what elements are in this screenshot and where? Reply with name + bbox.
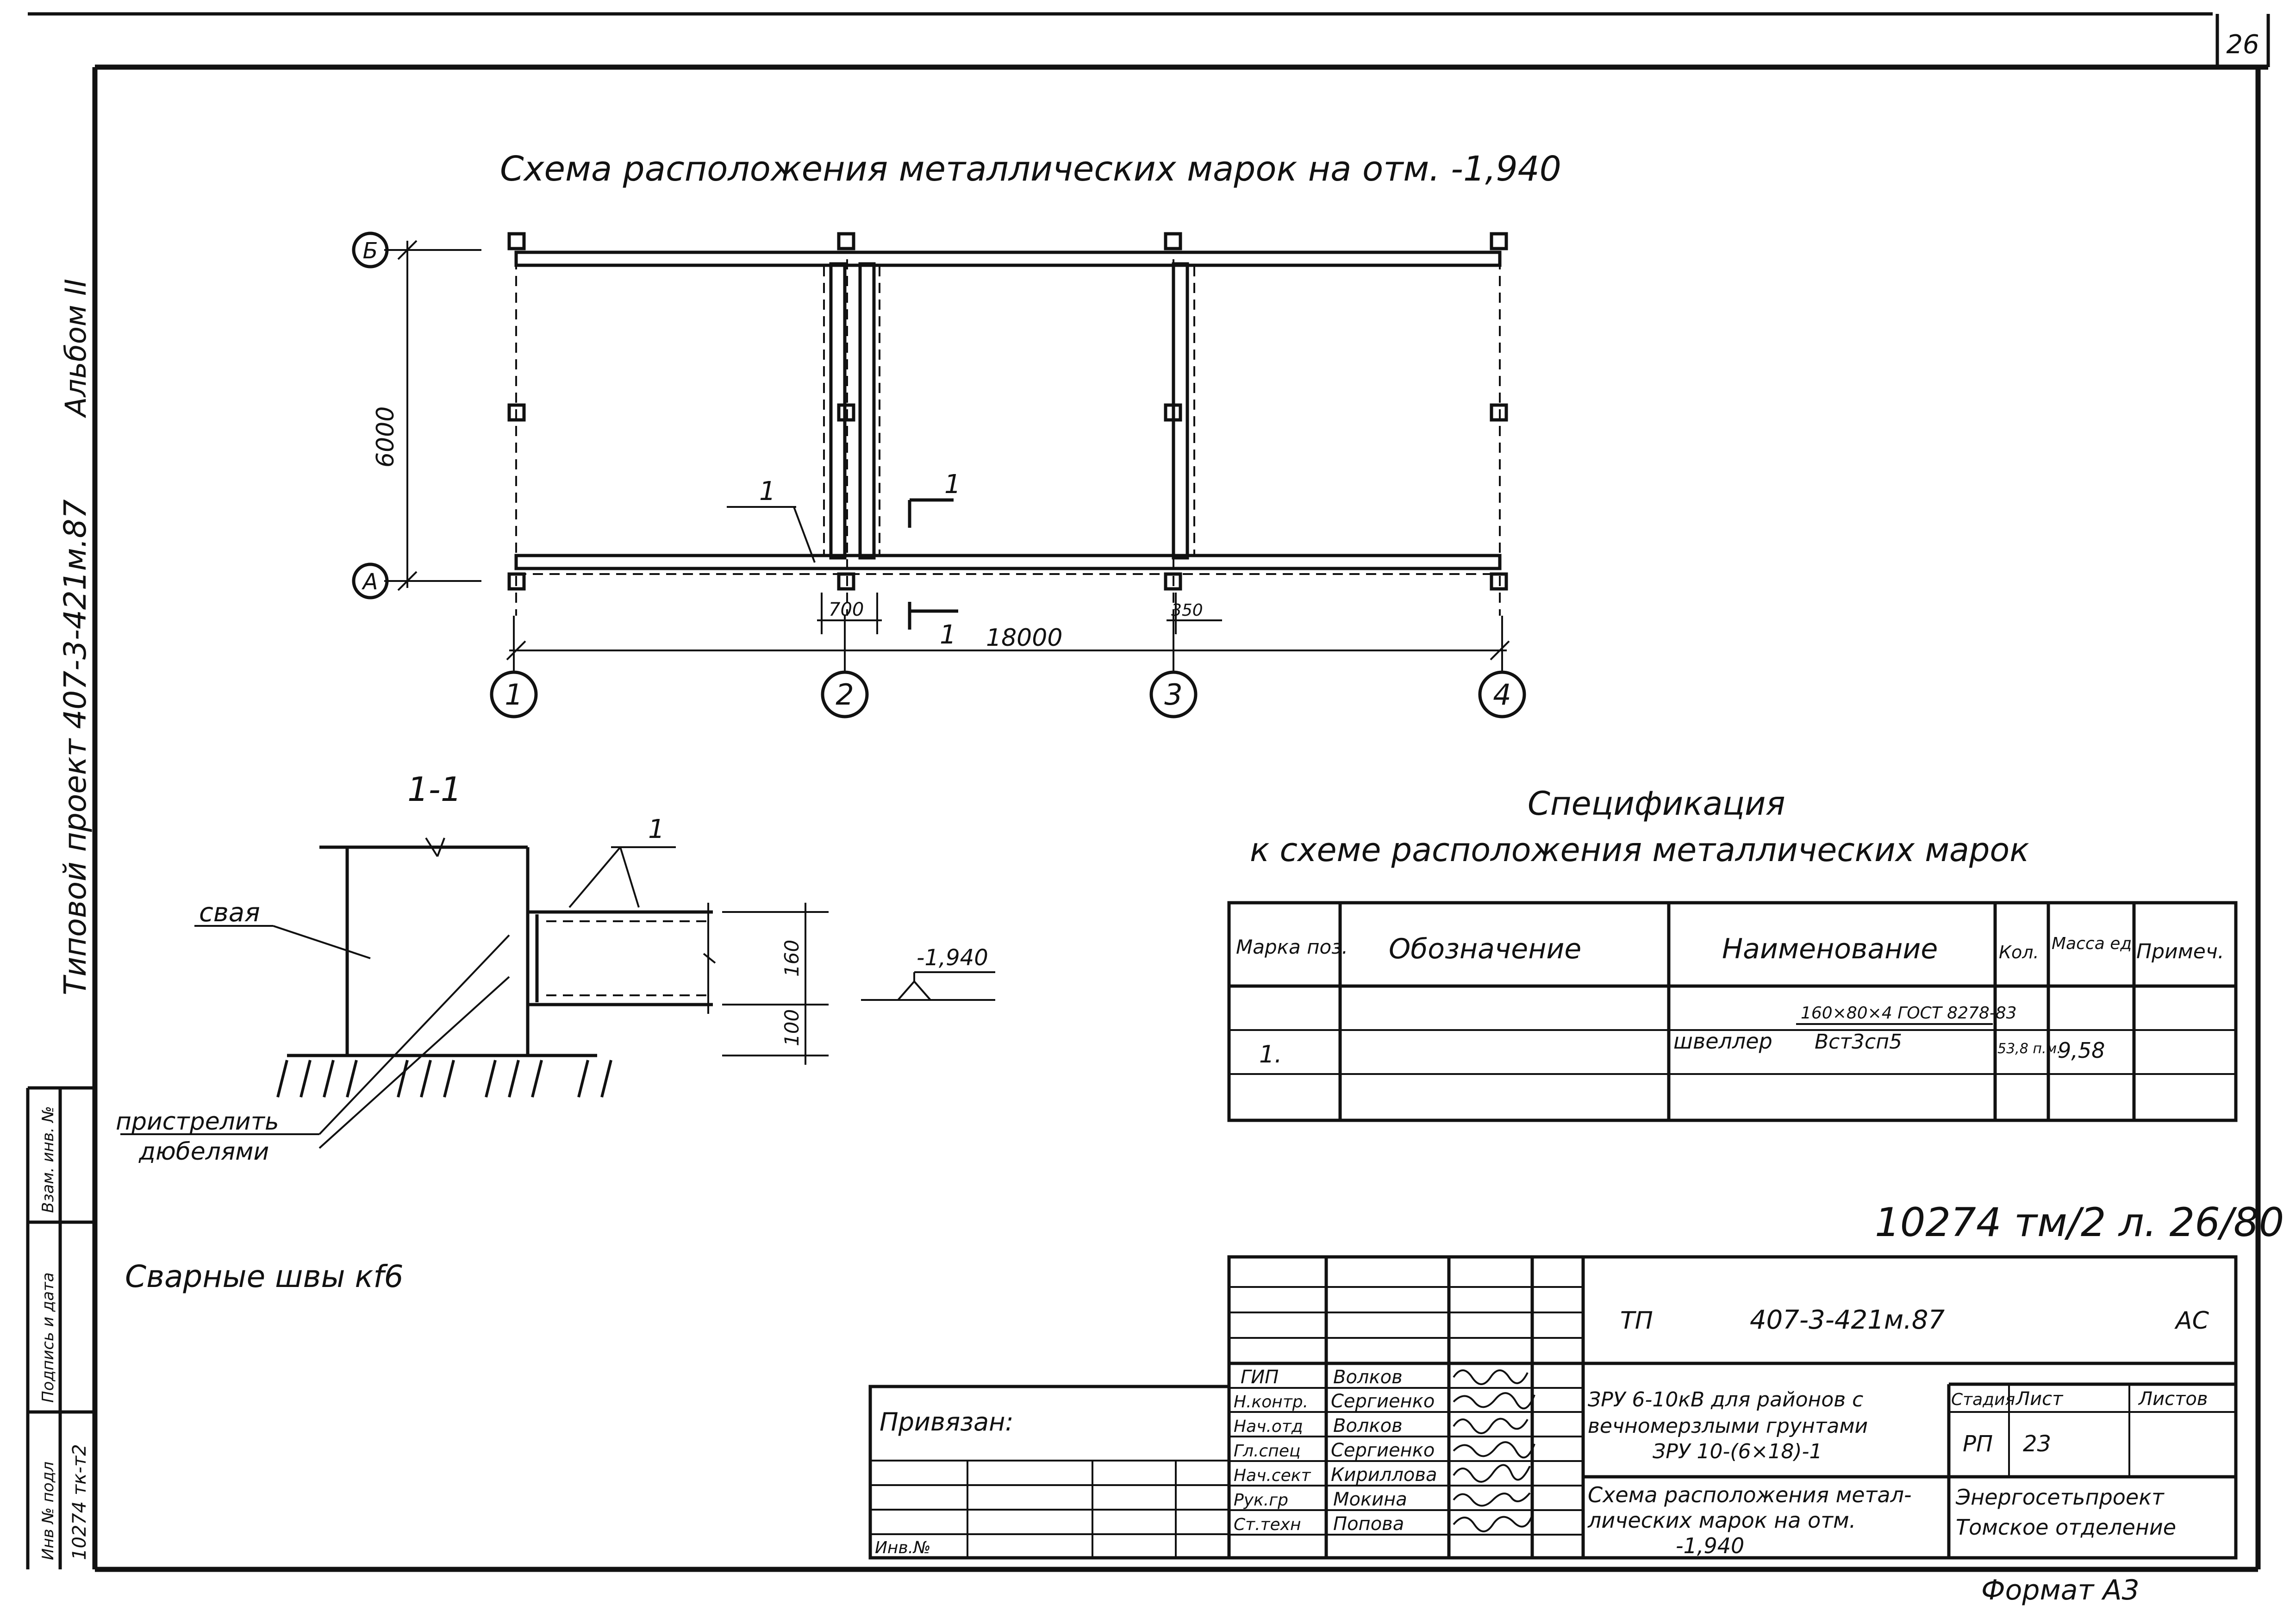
tb-name-6: Мокина	[1333, 1489, 1407, 1510]
tb-name-5: Кириллова	[1331, 1464, 1437, 1486]
tb-linked-label: Привязан:	[880, 1407, 1014, 1437]
spec-title-line2: к схеме расположения металлических марок	[1250, 831, 2029, 869]
section-mark-bottom: 1	[940, 620, 956, 650]
dowel-note-line2: дюбелями	[138, 1138, 269, 1166]
page-number: 26	[2226, 30, 2259, 60]
tb-col-sheet: Лист	[2015, 1388, 2064, 1410]
tb-sheet-title-line3: -1,940	[1676, 1533, 1744, 1558]
stamp-sign: Подпись и дата	[39, 1272, 57, 1403]
plan-drawing	[352, 231, 1526, 718]
tb-inv-label: Инв.№	[875, 1538, 931, 1557]
tb-sheet-title-line1: Схема расположения метал-	[1588, 1482, 1912, 1507]
axis-bubble-2: 2	[836, 678, 854, 712]
axis-bubble-1: 1	[505, 678, 523, 712]
spec-header-note: Примеч.	[2136, 940, 2224, 963]
sheet-frame	[28, 12, 2270, 1572]
tb-name-3: Волков	[1333, 1415, 1403, 1437]
tb-col-sheets: Листов	[2138, 1388, 2208, 1410]
tb-sheet-value: 23	[2023, 1431, 2051, 1457]
spec-row-qty: 53,8 п.м.	[1997, 1041, 2061, 1057]
tb-name-2: Сергиенко	[1331, 1391, 1435, 1412]
inv-number: 10274 тк-т2	[69, 1444, 90, 1560]
tb-name-7: Попова	[1333, 1513, 1404, 1535]
dim-350: 350	[1171, 601, 1203, 620]
dim-700: 700	[829, 599, 864, 620]
album-label: Альбом II	[59, 279, 93, 418]
spec-row-name: швеллер	[1673, 1029, 1772, 1054]
plan-mark-label: 1	[759, 476, 776, 506]
dim-18000: 18000	[986, 624, 1062, 652]
tb-sheet-title-line2: лических марок на отм.	[1587, 1508, 1856, 1533]
dowel-note-line1: пристрелить	[116, 1108, 279, 1136]
spec-header-name: Наименование	[1722, 933, 1938, 965]
spec-row-pos: 1.	[1259, 1041, 1282, 1068]
tb-role-3: Нач.отд	[1234, 1417, 1303, 1436]
pile-label: свая	[199, 898, 260, 928]
spec-header-qty: Кол.	[1999, 942, 2039, 962]
tb-role-5: Нач.сект	[1234, 1466, 1311, 1485]
section-dim-100: 100	[780, 1009, 803, 1046]
tb-object-line1: ЗРУ 6-10кВ для районов с	[1588, 1388, 1863, 1412]
stamp-invzam: Взам. инв. №	[39, 1106, 57, 1213]
weld-note: Сварные швы кf6	[125, 1259, 404, 1294]
tb-role-7: Ст.техн	[1234, 1515, 1301, 1534]
handwritten-reference: 10274 тм/2 л. 26/80	[1875, 1199, 2284, 1246]
margin-stamp	[26, 1086, 95, 1569]
plan-title: Схема расположения металлических марок н…	[500, 149, 1561, 189]
tb-role-1: ГИП	[1241, 1367, 1279, 1388]
tb-object-line2: вечномерзлыми грунтами	[1588, 1414, 1868, 1438]
tb-name-1: Волков	[1333, 1367, 1403, 1388]
tb-role-6: Рук.гр	[1234, 1491, 1288, 1510]
spec-title-line1: Спецификация	[1528, 785, 1785, 823]
spec-header-designation: Обозначение	[1389, 933, 1581, 965]
axis-bubble-a: А	[362, 569, 378, 595]
tb-role-4: Гл.спец	[1234, 1442, 1301, 1461]
section-elevation: -1,940	[917, 945, 988, 971]
axis-bubble-b: Б	[363, 238, 378, 264]
section-mark-label: 1	[648, 814, 665, 844]
tb-name-4: Сергиенко	[1331, 1440, 1435, 1461]
tb-object-line3: ЗРУ 10-(6×18)-1	[1653, 1440, 1822, 1463]
spec-header-mass: Масса ед.	[2052, 934, 2137, 953]
spec-header-mark: Марка поз.	[1236, 936, 1348, 958]
inv-label: Инв № подл	[39, 1462, 57, 1560]
spec-row-mass: 9,58	[2058, 1038, 2105, 1063]
tb-role-2: Н.контр.	[1234, 1393, 1308, 1412]
tb-stage-value: РП	[1963, 1431, 1993, 1457]
axis-bubble-4: 4	[1493, 678, 1511, 712]
section-drawing	[120, 837, 995, 1149]
section-dim-160: 160	[780, 940, 803, 977]
spec-row-profile-bottom: Вст3сп5	[1815, 1030, 1902, 1054]
tb-code: 407-3-421м.87	[1750, 1305, 1945, 1335]
tb-org-line1: Энергосетьпроект	[1955, 1485, 2165, 1510]
tb-col-stage: Стадия	[1951, 1390, 2015, 1409]
spec-table-grid	[1227, 901, 2238, 1122]
tb-signatures	[1453, 1369, 1535, 1532]
project-label: Типовой проект 407-3-421м.87	[57, 499, 93, 995]
section-title: 1-1	[407, 770, 462, 809]
dim-6000: 6000	[372, 406, 399, 468]
section-mark-top: 1	[944, 469, 961, 500]
tb-tp-label: ТП	[1620, 1307, 1653, 1335]
axis-bubble-3: 3	[1164, 678, 1182, 712]
tb-org-line2: Томское отделение	[1956, 1515, 2176, 1540]
tb-stage-code: АС	[2174, 1307, 2209, 1335]
spec-row-profile-top: 160×80×4 ГОСТ 8278-83	[1801, 1004, 2017, 1023]
title-block-grid	[868, 1255, 2238, 1560]
format-label: Формат А3	[1981, 1574, 2140, 1606]
